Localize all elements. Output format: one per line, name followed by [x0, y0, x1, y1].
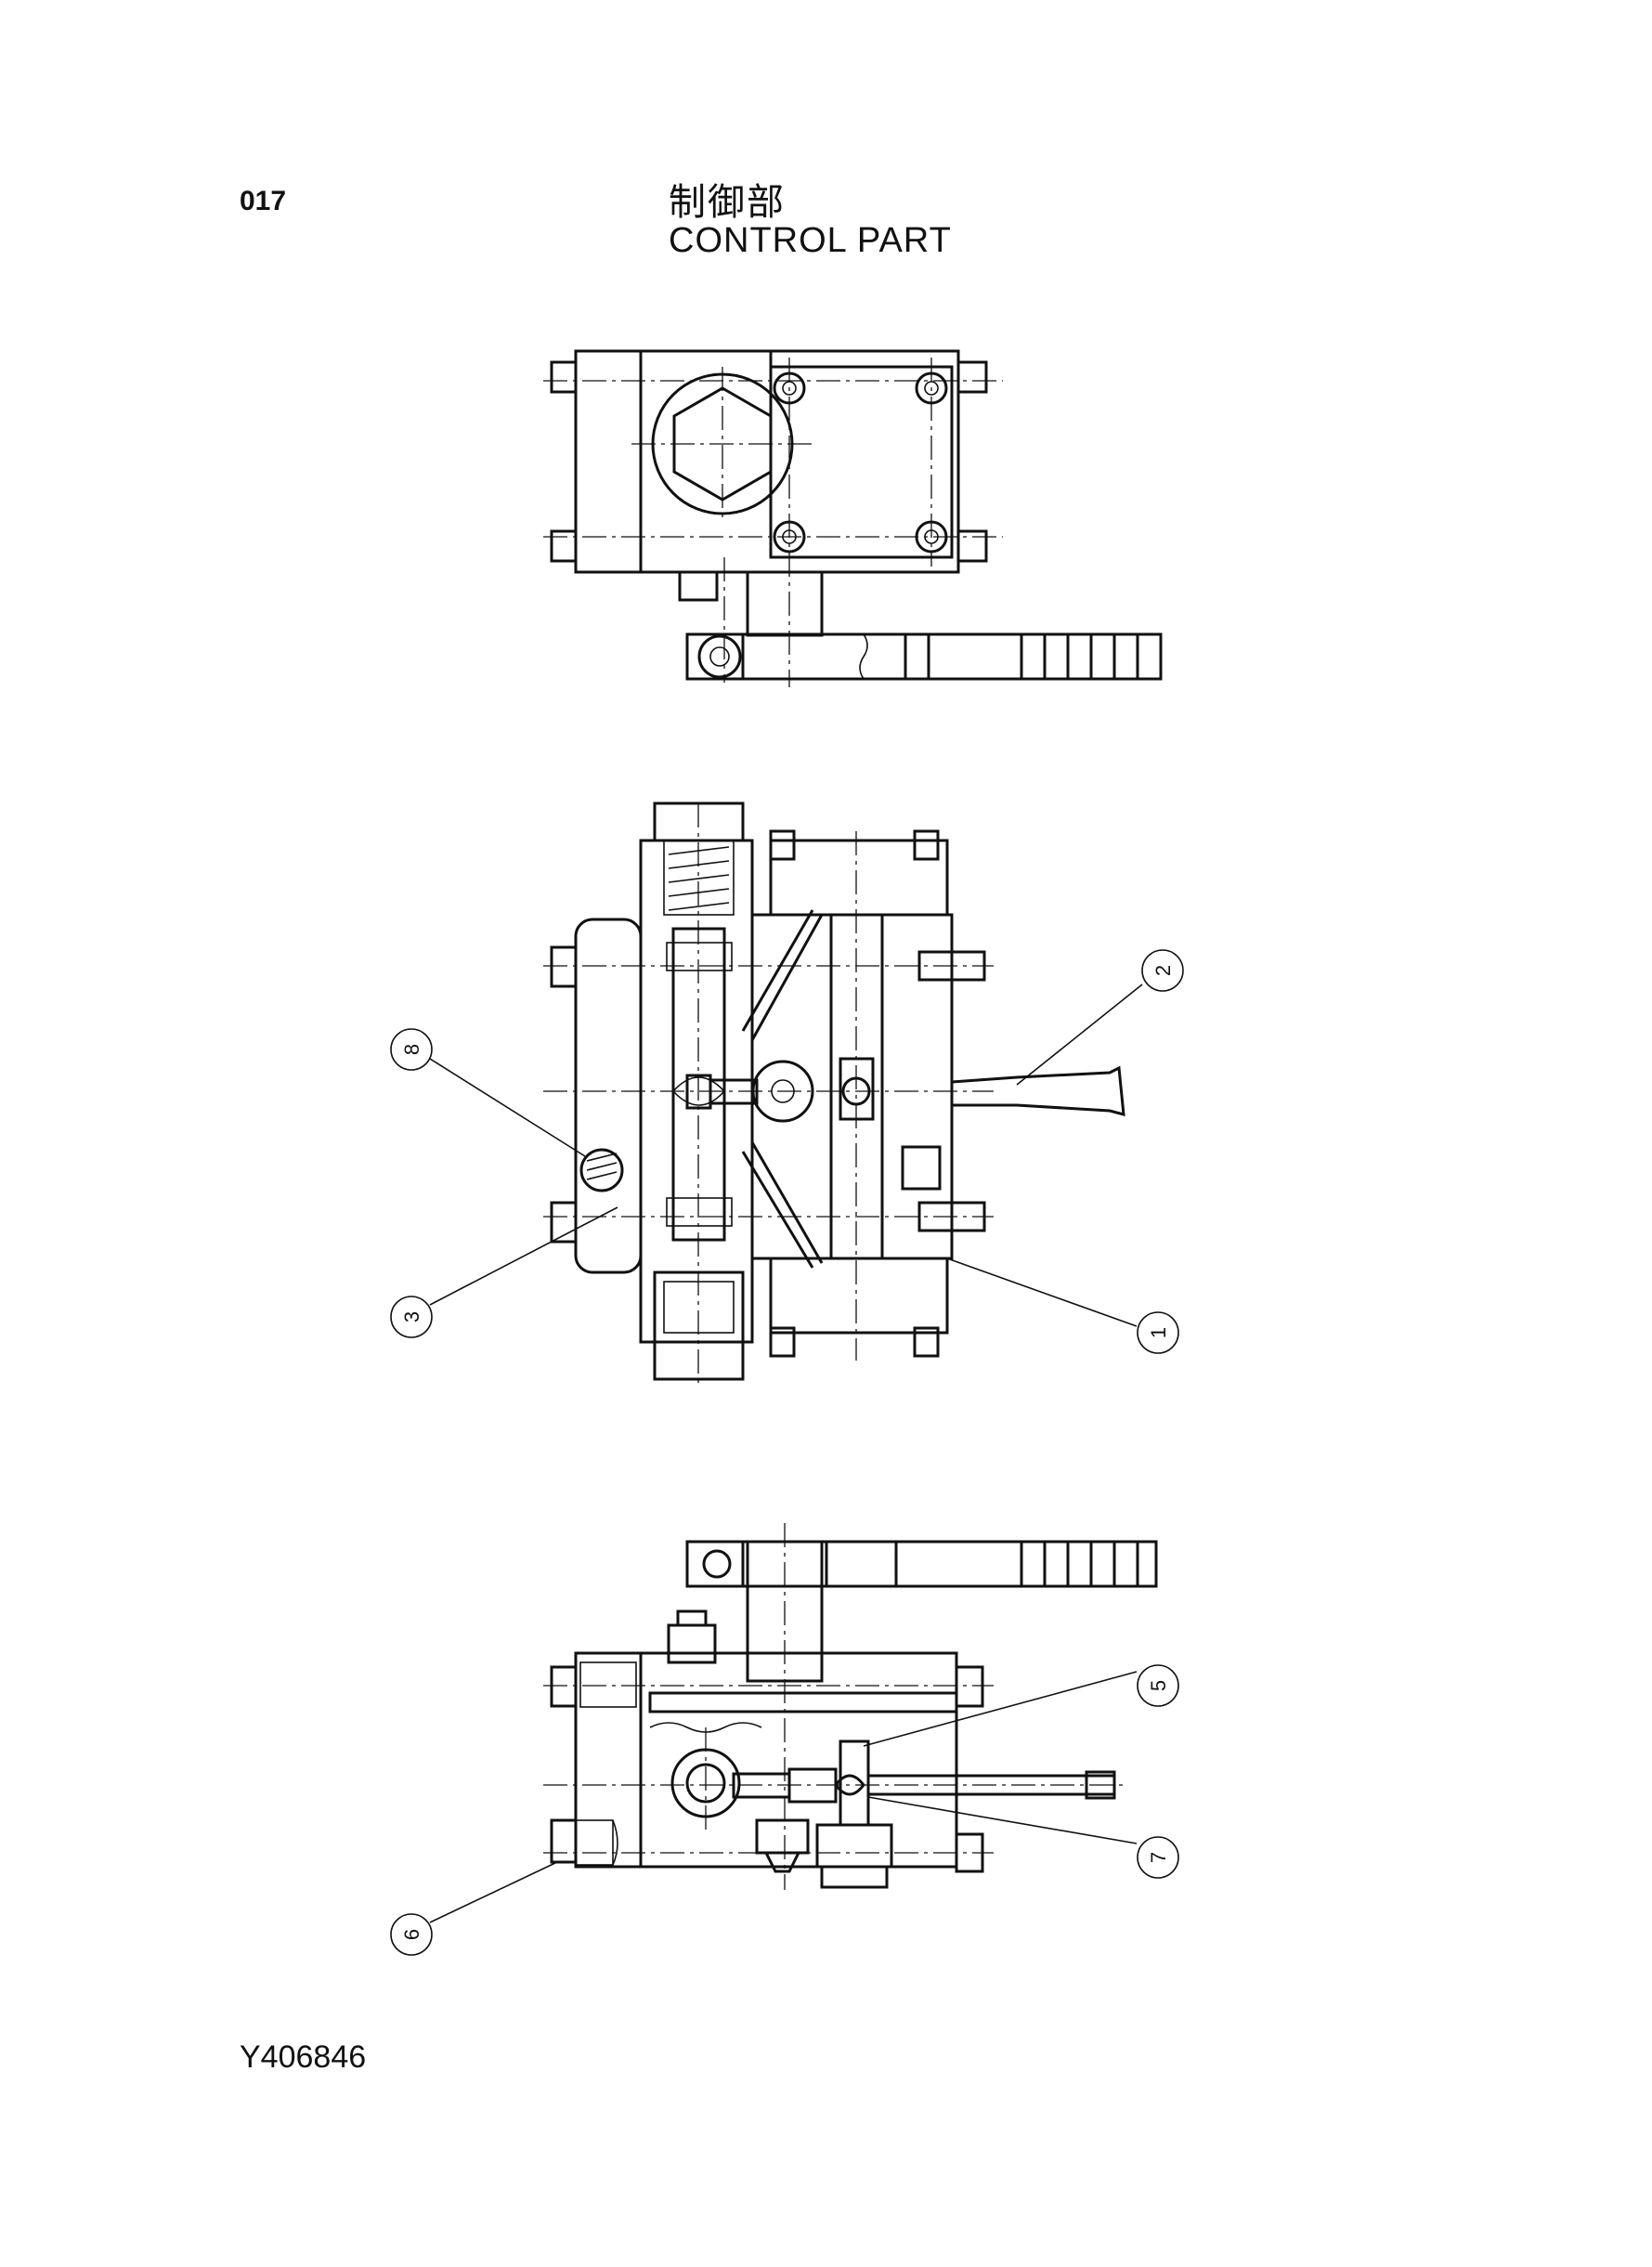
callout-5-label: 5 [1147, 1680, 1170, 1691]
callout-3: 3 [390, 1296, 433, 1338]
callout-leaders [429, 984, 1143, 1923]
top-view [543, 349, 1163, 687]
bottom-view [543, 1523, 1158, 1890]
callout-2: 2 [1141, 949, 1184, 992]
title-english: CONTROL PART [669, 221, 952, 260]
middle-section-view [543, 801, 1125, 1384]
callout-6: 6 [390, 1913, 433, 1956]
callout-1-label: 1 [1147, 1327, 1170, 1338]
callout-3-label: 3 [400, 1311, 423, 1322]
callout-8: 8 [390, 1028, 433, 1071]
page-number: 017 [240, 186, 287, 216]
callout-6-label: 6 [400, 1929, 423, 1940]
callout-8-label: 8 [400, 1044, 423, 1055]
callout-2-label: 2 [1151, 965, 1175, 976]
document-id: Y406846 [240, 2039, 367, 2075]
callout-7-label: 7 [1147, 1852, 1170, 1863]
callout-5: 5 [1137, 1664, 1179, 1707]
title-japanese: 制御部 [669, 181, 786, 224]
callout-1: 1 [1137, 1311, 1179, 1354]
callout-7: 7 [1137, 1836, 1179, 1879]
